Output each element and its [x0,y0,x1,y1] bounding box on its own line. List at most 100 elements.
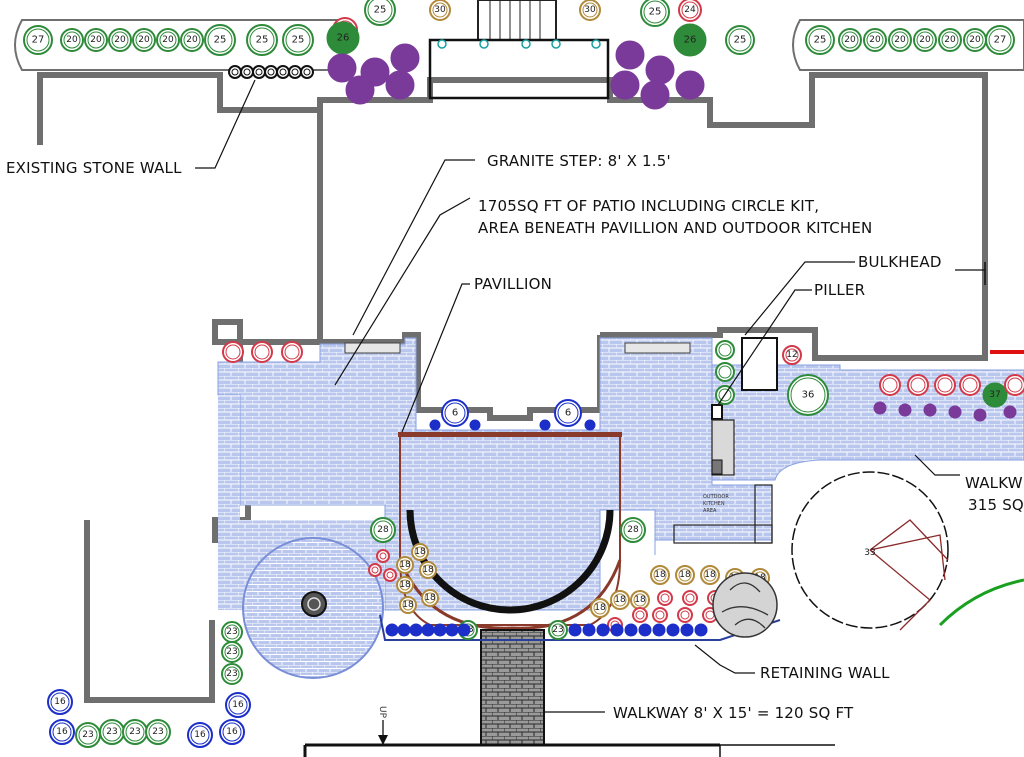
plant-count-label: 20 [919,35,931,45]
plant-count-label: 20 [944,35,956,45]
plant-count-label: 23 [82,730,93,740]
plant-count-label: 25 [814,35,827,46]
outdoor-kitchen-label-3: AREA [703,508,717,514]
plant-top-right: 25 [805,25,835,55]
plant-count-label: 6 [565,408,571,419]
red-shrub [657,590,673,606]
plant-count-label: 28 [627,525,639,535]
plant-right-bed: 18 [675,565,695,585]
plant-count-label: 18 [594,603,606,613]
blue-border-plant [624,623,638,637]
purple-shrub [898,403,912,417]
plant-count-label: 23 [552,625,563,635]
piller [711,404,723,420]
plant-left-bed: 18 [396,556,414,574]
purple-shrub [640,80,670,110]
plant-count-label: 18 [402,600,414,610]
leader-lines [195,79,985,713]
plant-count-label: 16 [194,730,206,740]
blue-border-plant [568,623,582,637]
top-planting-strip-right [792,19,1024,71]
plant-count-label: 20 [162,35,174,45]
plant-count-label: 18 [422,565,434,575]
plant-right-bed: 18 [650,565,670,585]
plant-count-label: 18 [704,570,716,580]
red-shrub [222,341,244,363]
purple-shrub [385,70,415,100]
purple-shrub [345,75,375,105]
walkway-bottom [480,629,545,746]
plant-count-label: 26 [337,33,350,44]
plant-count-label: 20 [138,35,150,45]
boxwood-shrub [228,65,242,79]
plant-bottom-row: 23 [99,719,125,745]
red-shrub [251,341,273,363]
plant-count-label: 23 [226,647,237,657]
plant-count-label: 20 [90,35,102,45]
plant-right-bed: 18 [700,565,720,585]
blue-border-plant [638,623,652,637]
plant-count-label: 27 [994,35,1007,46]
blue-border-plant [421,623,435,637]
label-bulkhead: BULKHEAD [858,253,942,271]
label-walkway-bottom: WALKWAY 8' X 15' = 120 SQ FT [613,704,854,722]
plant-top-center: 25 [640,0,670,27]
label-granite-step: GRANITE STEP: 8' X 1.5' [487,152,671,170]
plant-bottom-row: 23 [145,719,171,745]
plant-right-bed: 18 [610,590,630,610]
plant-top-left: 25 [204,24,236,56]
blue-border-plant [385,623,399,637]
plant-count-label: 18 [679,570,691,580]
purple-shrub [327,53,357,83]
plant-count-label: 23 [106,727,117,737]
plant-right-bed: 18 [590,598,610,618]
plant-count-label: 16 [56,727,68,737]
large-tree-number: 33 [864,548,875,558]
plant-top-left-cluster: 26 [326,21,360,55]
large-tree-33: 33 [791,471,949,631]
plant-count-label: 18 [654,570,666,580]
plant-count-label: 28 [377,525,389,535]
lawn-edge-right [938,578,1024,627]
plant-top-right-cluster: 26 [673,23,707,57]
plant-top-left: 25 [246,24,278,56]
purple-shrub [610,70,640,100]
plant-left-column: 23 [221,663,243,685]
red-shrub [1004,374,1024,396]
plant-count-label: 23 [226,627,237,637]
small-blue-plant [584,419,596,431]
plant-bottom-row: 23 [75,722,101,748]
boxwood-shrub [300,65,314,79]
house-outline-top [317,72,988,361]
plant-count-label: 20 [186,35,198,45]
red-shrub [376,549,390,563]
plant-left-bed: 18 [421,589,439,607]
plant-right-bed: 23 [548,620,568,640]
blue-border-plant [610,623,624,637]
bulkhead [741,337,778,391]
label-existing-stone-wall: EXISTING STONE WALL [6,159,182,177]
plant-left-column: 16 [225,692,251,718]
plant-near-kitchen: 37 [982,382,1008,408]
top-entry-steps [428,0,610,100]
plant-bottom-row: 16 [49,719,75,745]
red-shrub [368,563,382,577]
plant-count-label: 16 [226,727,238,737]
purple-shrub [948,405,962,419]
plant-count-label: 37 [989,390,1000,400]
red-shrub [682,590,698,606]
plant-near-kitchen: 12 [782,345,802,365]
plant-count-label: 30 [584,5,596,15]
existing-stone-wall-left [37,72,320,145]
plant-top-right: 27 [985,25,1015,55]
red-shrub [677,607,693,623]
blue-border-plant [457,623,471,637]
firepit-icon [301,591,327,617]
plant-top-left: 20 [60,28,84,52]
purple-shrub [390,43,420,73]
plant-count-label: 20 [869,35,881,45]
plant-count-label: 18 [399,560,411,570]
purple-shrub [675,70,705,100]
blue-border-plant [433,623,447,637]
label-piller: PILLER [814,281,865,299]
